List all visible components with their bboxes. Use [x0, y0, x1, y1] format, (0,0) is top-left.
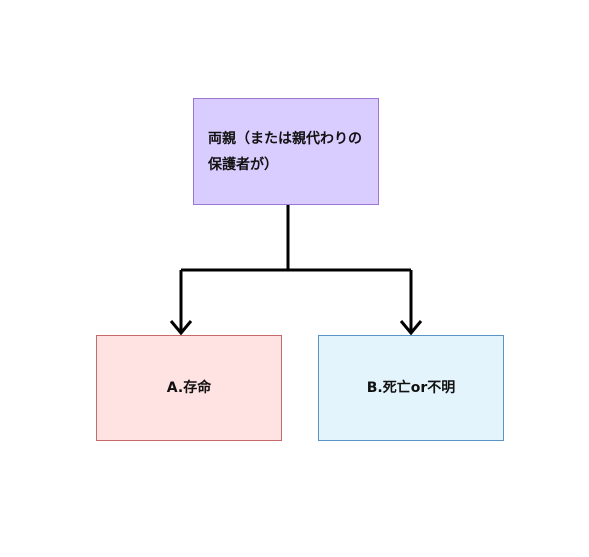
branch-connector: [179, 205, 413, 331]
arrowhead-b: [399, 320, 423, 336]
parent-node-label: 両親（または親代わりの保護者が）: [208, 130, 362, 173]
child-node-alive: A.存命: [96, 335, 282, 441]
arrowhead-a: [169, 320, 193, 336]
child-node-deceased-label: B.死亡or不明: [366, 380, 456, 396]
parent-node: 両親（または親代わりの保護者が）: [193, 98, 379, 205]
child-node-alive-label: A.存命: [166, 380, 212, 396]
child-node-deceased-or-unknown: B.死亡or不明: [318, 335, 504, 441]
